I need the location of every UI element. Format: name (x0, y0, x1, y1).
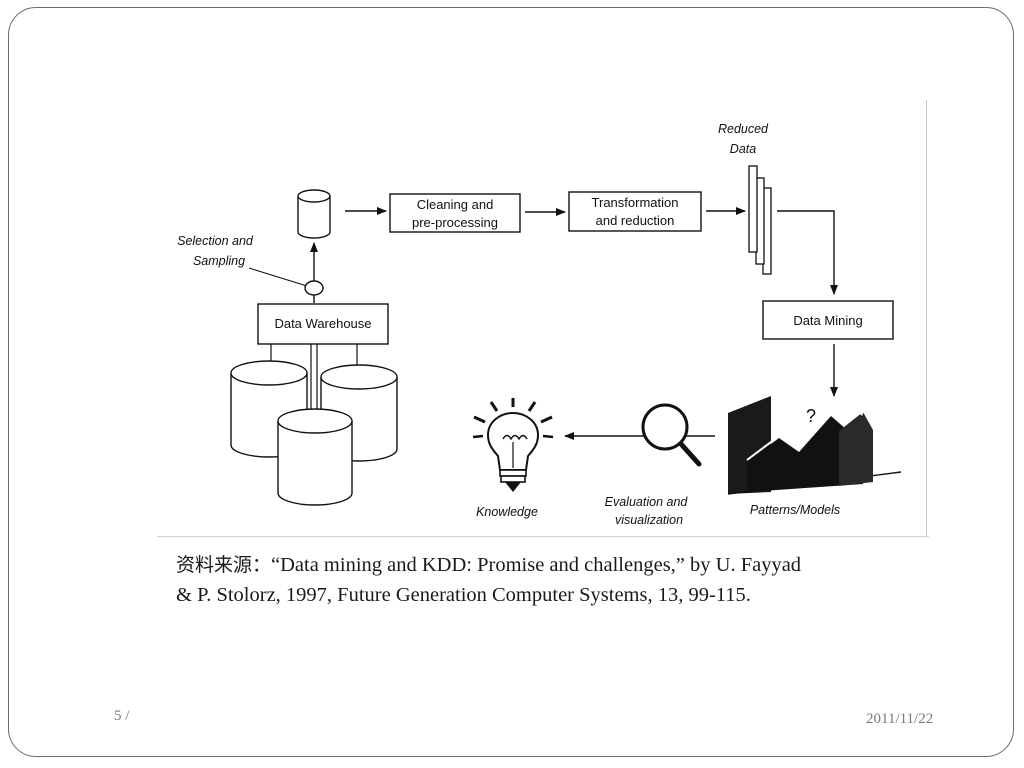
lightbulb-icon (472, 398, 554, 492)
cleaning-label-1: Cleaning and (417, 197, 494, 212)
slide-date: 2011/11/22 (866, 711, 934, 727)
figure-bottom-edge (157, 536, 929, 537)
transformation-step: Transformation and reduction (568, 191, 702, 232)
caption-lead: 资料来源： (176, 554, 272, 576)
slide-frame (8, 7, 1014, 757)
data-warehouse-step: Data Warehouse (257, 303, 389, 345)
caption-line-1: 资料来源：“Data mining and KDD: Promise and c… (176, 550, 916, 580)
page-number: 5 / (114, 708, 130, 724)
database-cylinder-center (277, 408, 353, 506)
data-warehouse-label: Data Warehouse (274, 316, 371, 331)
source-caption: 资料来源：“Data mining and KDD: Promise and c… (176, 550, 916, 610)
reduced-data-label-2: Data (730, 142, 756, 156)
data-mining-label: Data Mining (793, 313, 862, 328)
cleaning-label-2: pre-processing (412, 215, 498, 230)
patterns-label: Patterns/Models (750, 503, 840, 517)
kdd-process-figure: Cleaning and pre-processing Transformati… (157, 100, 929, 537)
reduced-data-stack (748, 165, 772, 275)
evaluation-label-2: visualization (615, 513, 683, 527)
reduced-data-label-1: Reduced (718, 122, 769, 136)
data-mining-step: Data Mining (762, 300, 894, 340)
figure-edge (926, 100, 927, 537)
caption-text-2: & P. Stolorz, 1997, Future Generation Co… (176, 584, 751, 606)
transformation-label-1: Transformation (592, 195, 679, 210)
caption-text-1: “Data mining and KDD: Promise and challe… (271, 554, 802, 576)
knowledge-label: Knowledge (476, 505, 538, 519)
question-mark: ? (806, 406, 816, 426)
evaluation-label-1: Evaluation and (605, 495, 689, 509)
selection-label-2: Sampling (193, 254, 245, 268)
magnifier-icon (641, 403, 702, 467)
patterns-chart-icon (727, 396, 902, 495)
arrow-to-data-mining (777, 210, 838, 295)
selection-label-1: Selection and (177, 234, 254, 248)
selected-data-cylinder (297, 189, 331, 239)
transformation-label-2: and reduction (596, 213, 675, 228)
selection-valve (304, 280, 324, 296)
selection-pointer (248, 267, 308, 287)
cleaning-step: Cleaning and pre-processing (389, 193, 521, 233)
